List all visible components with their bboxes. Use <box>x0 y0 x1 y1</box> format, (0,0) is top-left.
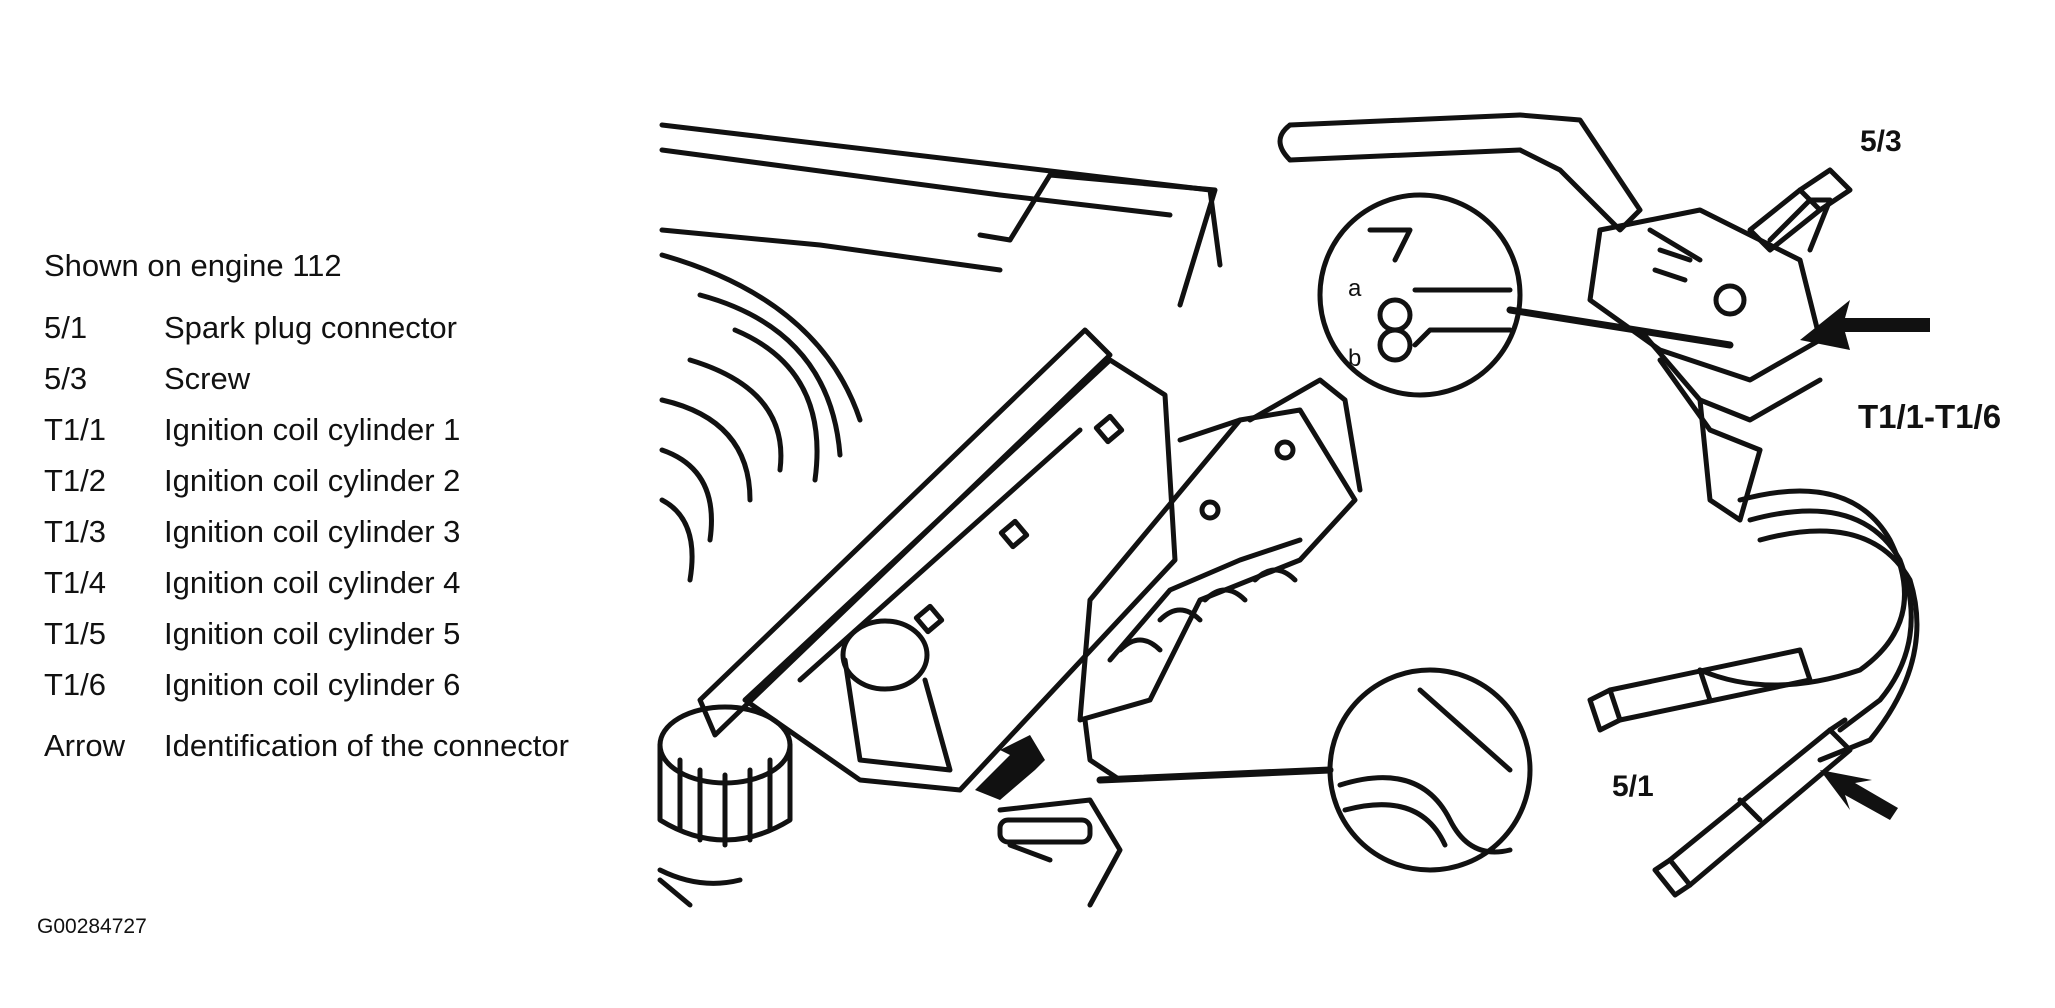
legend-key: T1/3 <box>44 513 107 549</box>
intake-manifold <box>659 122 1223 583</box>
ignition-coil-pack <box>1077 377 1363 783</box>
legend-row: 5/3 Screw <box>44 353 569 404</box>
legend-row: Arrow Identification of the connector <box>44 720 569 771</box>
detail-label-a: a <box>1348 275 1362 302</box>
legend-row: T1/3 Ignition coil cylinder 3 <box>44 506 569 557</box>
arrow-icon <box>1800 300 1930 350</box>
figure-id: G00284727 <box>37 915 147 938</box>
spark-plug-connector-2 <box>1652 717 1853 898</box>
legend-row: T1/4 Ignition coil cylinder 4 <box>44 557 569 608</box>
valve-cover <box>742 357 1178 793</box>
callout-screw: 5/3 <box>1860 125 1902 158</box>
oil-filler-cap <box>657 704 793 886</box>
callout-coils: T1/1-T1/6 <box>1858 398 2002 435</box>
legend-label: Ignition coil cylinder 5 <box>164 615 461 651</box>
separate-coil <box>1277 112 1853 523</box>
legend-row: 5/1 Spark plug connector <box>44 302 569 353</box>
legend-key: Arrow <box>44 727 125 763</box>
legend-heading: Shown on engine 112 <box>44 248 342 283</box>
legend-row: T1/2 Ignition coil cylinder 2 <box>44 455 569 506</box>
legend-key: T1/5 <box>44 615 107 651</box>
arrow-icon <box>975 735 1045 800</box>
legend-key: T1/6 <box>44 666 107 702</box>
legend-key: T1/4 <box>44 564 107 600</box>
spark-plug-connector-1 <box>1587 647 1813 733</box>
legend-row: T1/1 Ignition coil cylinder 1 <box>44 404 569 455</box>
legend-label: Spark plug connector <box>164 309 457 345</box>
callout-spark-plug-connector: 5/1 <box>1612 770 1654 803</box>
legend-key: 5/3 <box>44 360 88 396</box>
legend-row: T1/6 Ignition coil cylinder 6 <box>44 659 569 710</box>
legend-label: Ignition coil cylinder 3 <box>164 513 461 549</box>
arrow-icon <box>1820 770 1898 820</box>
detail-label-b: b <box>1348 345 1362 372</box>
legend-label: Ignition coil cylinder 4 <box>164 564 461 600</box>
legend-key: T1/1 <box>44 411 107 447</box>
identification-arrows <box>975 300 1930 820</box>
legend-label: Ignition coil cylinder 6 <box>164 666 461 702</box>
legend-row: T1/5 Ignition coil cylinder 5 <box>44 608 569 659</box>
legend-label: Screw <box>164 360 251 396</box>
connector-detail-circle <box>1096 667 1533 873</box>
legend-key: 5/1 <box>44 309 88 345</box>
legend-label: Ignition coil cylinder 1 <box>164 411 461 447</box>
legend-key: T1/2 <box>44 462 107 498</box>
ab-detail-circle <box>1317 192 1734 398</box>
legend-label: Identification of the connector <box>164 727 569 763</box>
legend-label: Ignition coil cylinder 2 <box>164 462 461 498</box>
fuel-rail <box>697 172 1218 738</box>
legend: Shown on engine 112 5/1 Spark plug connec… <box>44 248 569 771</box>
ignition-leads <box>1697 488 1920 763</box>
